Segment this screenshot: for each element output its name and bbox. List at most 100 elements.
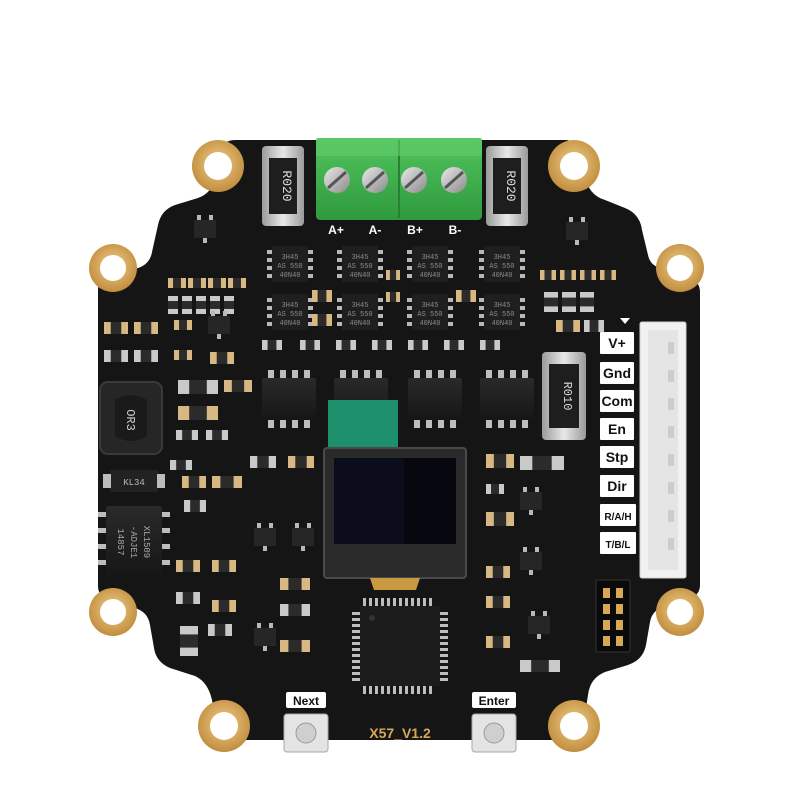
sot-transistor — [254, 623, 276, 651]
mosfet-code: 3H45 — [352, 302, 369, 310]
smd-component — [176, 560, 200, 572]
mosfet-marking: AS 550 — [489, 311, 514, 319]
passive-components — [104, 215, 616, 672]
microcontroller-chip — [352, 598, 448, 694]
pin-label-text: Gnd — [603, 365, 631, 381]
driver-chip — [262, 370, 316, 428]
mounting-hole-bottom-left — [198, 700, 250, 752]
smd-component — [600, 270, 616, 280]
pin-label-tbl: T/B/L — [600, 532, 636, 554]
mosfet-marking: AS 550 — [417, 263, 442, 271]
oled-display — [323, 400, 467, 590]
shunt-label-right: R020 — [503, 170, 518, 201]
smd-component — [580, 270, 596, 280]
smd-component — [208, 624, 232, 636]
smd-component — [224, 380, 252, 392]
smd-component — [178, 406, 218, 420]
smd-component — [540, 270, 556, 280]
pin-header — [595, 579, 631, 653]
next-button-label: Next — [293, 694, 319, 708]
screw-a-plus — [324, 167, 350, 193]
smd-component — [228, 278, 246, 288]
pin-label-text: Dir — [607, 478, 627, 494]
pin-label-text: V+ — [608, 335, 626, 351]
pin-label-text: R/A/H — [604, 512, 631, 523]
board-version-label: X57_V1.2 — [369, 725, 431, 741]
smd-component — [486, 454, 514, 468]
smd-component — [544, 292, 558, 312]
mosfet-code: 3H45 — [422, 254, 439, 262]
terminal-label-b-minus: B- — [449, 223, 462, 237]
smd-component — [174, 320, 192, 330]
smd-component — [170, 460, 192, 470]
smd-component — [486, 566, 510, 578]
mosfet-code: 3H45 — [282, 254, 299, 262]
mosfet-marking: AS 550 — [489, 263, 514, 271]
mounting-hole-right — [656, 244, 704, 292]
regulator-line-1: XL1509 — [141, 526, 151, 558]
terminal-label-a-plus: A+ — [328, 223, 344, 237]
mosfet-part: 40N40 — [491, 272, 512, 280]
terminal-label-b-plus: B+ — [407, 223, 423, 237]
schottky-diode: KL34 — [103, 470, 165, 492]
smd-component — [520, 456, 564, 470]
mosfet-part: 40N40 — [279, 272, 300, 280]
smd-component — [134, 350, 158, 362]
smd-component — [134, 322, 158, 334]
smd-component — [444, 340, 464, 350]
enter-button[interactable]: Enter — [471, 692, 517, 753]
smd-component — [288, 456, 314, 468]
mosfet-marking: AS 550 — [347, 263, 372, 271]
sot-transistor — [520, 547, 542, 575]
sot-transistor — [566, 217, 588, 245]
motor-terminal-block — [316, 138, 482, 220]
smd-component — [486, 636, 510, 648]
smd-component — [174, 350, 192, 360]
mosfet-part: 40N40 — [279, 320, 300, 328]
smd-component — [176, 592, 200, 604]
shunt-resistor-top-right: R020 — [486, 146, 528, 226]
smd-component — [210, 296, 220, 314]
pcb-outline — [98, 140, 700, 740]
screw-b-minus — [441, 167, 467, 193]
power-inductor: OR3 — [99, 381, 163, 455]
mosfet-part: 40N40 — [349, 272, 370, 280]
pin-label-stp: Stp — [600, 446, 634, 468]
sot-transistor — [528, 611, 550, 639]
smd-component — [520, 660, 560, 672]
sot-transistor — [208, 311, 230, 339]
smd-component — [196, 296, 206, 314]
next-button[interactable]: Next — [283, 692, 329, 753]
mounting-hole-top-left — [192, 140, 244, 192]
smd-component — [486, 596, 510, 608]
smd-component — [182, 296, 192, 314]
sot-transistor — [194, 215, 216, 243]
pin-label-rah: R/A/H — [600, 504, 636, 526]
mosfet-code: 3H45 — [352, 254, 369, 262]
smd-component — [180, 626, 198, 656]
mosfet-code: 3H45 — [422, 302, 439, 310]
sot-transistor — [254, 523, 276, 551]
smd-component — [168, 296, 178, 314]
sot-transistor — [292, 523, 314, 551]
smd-component — [560, 270, 576, 280]
mosfet-part: 40N40 — [419, 272, 440, 280]
smd-component — [300, 340, 320, 350]
smd-component — [486, 512, 514, 526]
smd-component — [584, 320, 604, 332]
smd-component — [250, 456, 276, 468]
smd-component — [188, 278, 206, 288]
smd-component — [224, 296, 234, 314]
mosfet-code: 3H45 — [494, 254, 511, 262]
screw-terminals — [324, 167, 467, 193]
pin-label-dir: Dir — [600, 475, 634, 497]
screw-a-minus — [362, 167, 388, 193]
smd-component — [386, 292, 400, 302]
